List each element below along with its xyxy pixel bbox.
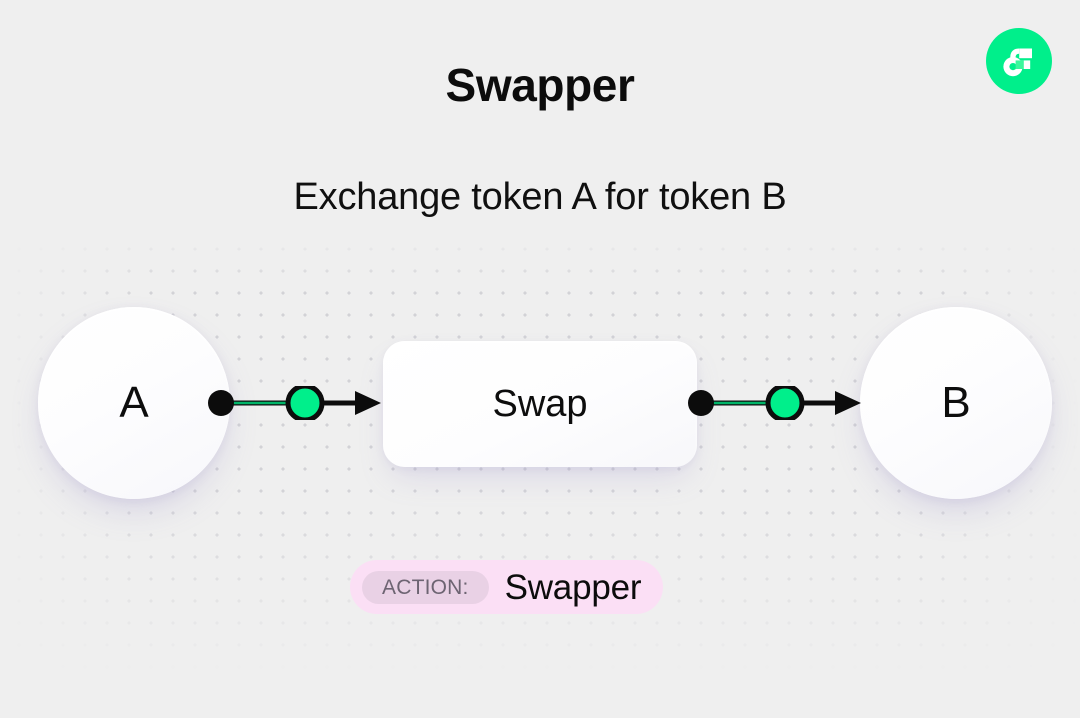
token-b-label: B [941, 378, 971, 427]
action-badge-key: ACTION: [362, 570, 489, 604]
connector-swap-to-b [685, 383, 863, 425]
token-b-node[interactable]: B [860, 307, 1052, 499]
swap-process-node[interactable]: Swap [383, 341, 697, 467]
action-badge: ACTION: Swapper [350, 560, 664, 614]
flow-logo-icon [986, 28, 1052, 94]
swap-process-label: Swap [492, 382, 588, 425]
page-subtitle: Exchange token A for token B [293, 176, 787, 218]
page-title: Swapper [445, 59, 635, 111]
token-a-label: A [119, 378, 149, 427]
connector-a-to-swap [205, 383, 383, 425]
action-badge-value: Swapper [504, 567, 642, 607]
token-a-node[interactable]: A [38, 307, 230, 499]
